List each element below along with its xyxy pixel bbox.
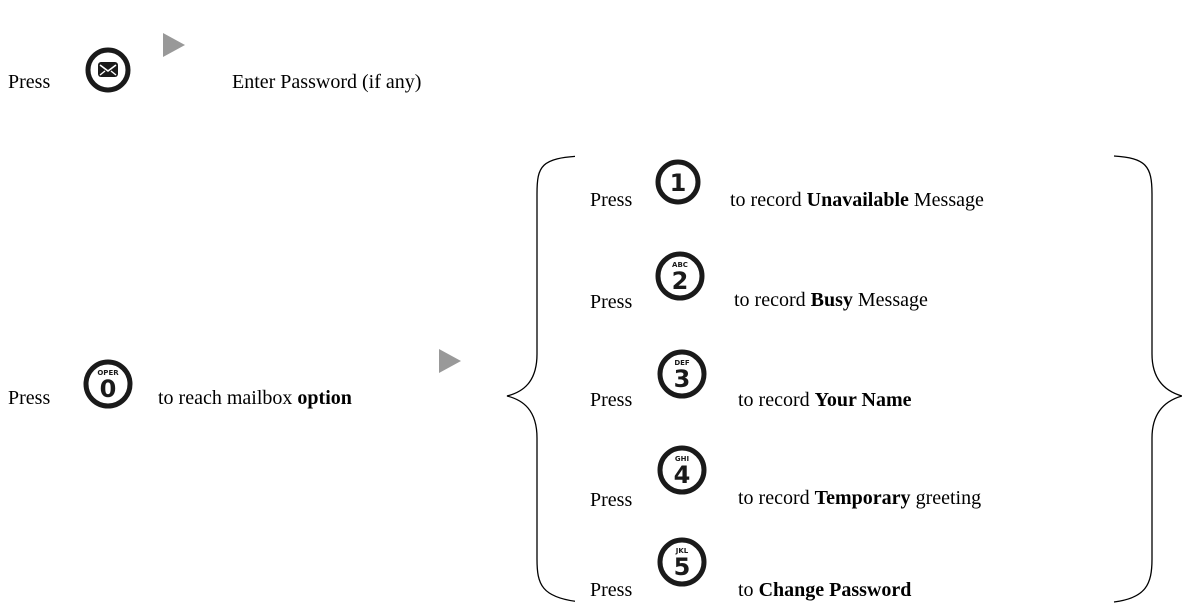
key-1-number: 1 bbox=[670, 169, 687, 197]
option-5-text: to Change Password bbox=[738, 578, 911, 602]
key-4-letters: GHI bbox=[675, 455, 689, 463]
option-4-suffix: greeting bbox=[910, 487, 982, 509]
right-brace bbox=[1113, 155, 1182, 603]
option-2-text: to record Busy Message bbox=[734, 288, 928, 312]
option-1-bold: Unavailable bbox=[806, 189, 909, 211]
option-3-prefix: to record bbox=[738, 389, 815, 411]
option-3-text: to record Your Name bbox=[738, 388, 912, 412]
option-2-prefix: to record bbox=[734, 289, 811, 311]
key-0-number: 0 bbox=[100, 375, 117, 403]
key-3-number: 3 bbox=[674, 365, 691, 393]
key-3-icon: DEF 3 bbox=[657, 349, 707, 399]
left-press-label: Press bbox=[8, 387, 51, 409]
option-1-suffix: Message bbox=[908, 189, 984, 211]
key-3-letters: DEF bbox=[674, 359, 690, 367]
key-5-icon: JKL 5 bbox=[657, 537, 707, 587]
option-5-prefix: to bbox=[738, 579, 759, 601]
key-2-number: 2 bbox=[672, 267, 689, 295]
option-1-text: to record Unavailable Message bbox=[730, 188, 984, 212]
left-brace bbox=[506, 155, 575, 602]
key-5-number: 5 bbox=[674, 553, 691, 581]
key-0-icon: OPER 0 bbox=[83, 359, 133, 409]
key-2-letters: ABC bbox=[672, 261, 688, 269]
right-arrow-icon bbox=[163, 33, 185, 57]
right-arrow-icon-2 bbox=[439, 349, 461, 373]
reach-mailbox-text: to reach mailbox option bbox=[158, 386, 352, 410]
option-2-suffix: Message bbox=[852, 289, 928, 311]
key-2-icon: ABC 2 bbox=[655, 251, 705, 301]
option-5-press: Press bbox=[590, 579, 633, 601]
option-5-bold: Change Password bbox=[758, 579, 912, 601]
option-4-bold: Temporary bbox=[814, 487, 911, 509]
option-3-bold: Your Name bbox=[814, 389, 912, 411]
key-4-icon: GHI 4 bbox=[657, 445, 707, 495]
reach-mailbox-prefix: to reach mailbox bbox=[158, 387, 298, 409]
option-2-bold: Busy bbox=[810, 289, 853, 311]
option-4-press: Press bbox=[590, 489, 633, 511]
key-0-letters: OPER bbox=[97, 369, 119, 377]
enter-password-label: Enter Password (if any) bbox=[232, 71, 422, 93]
option-2-press: Press bbox=[590, 291, 633, 313]
option-4-text: to record Temporary greeting bbox=[738, 486, 981, 510]
envelope-icon bbox=[85, 47, 131, 93]
option-1-prefix: to record bbox=[730, 189, 807, 211]
key-5-letters: JKL bbox=[675, 547, 689, 555]
option-4-prefix: to record bbox=[738, 487, 815, 509]
reach-mailbox-bold: option bbox=[297, 387, 352, 409]
option-3-press: Press bbox=[590, 389, 633, 411]
top-press-label: Press bbox=[8, 71, 51, 93]
option-1-press: Press bbox=[590, 189, 633, 211]
key-1-icon: 1 bbox=[655, 159, 701, 205]
key-4-number: 4 bbox=[674, 461, 691, 489]
